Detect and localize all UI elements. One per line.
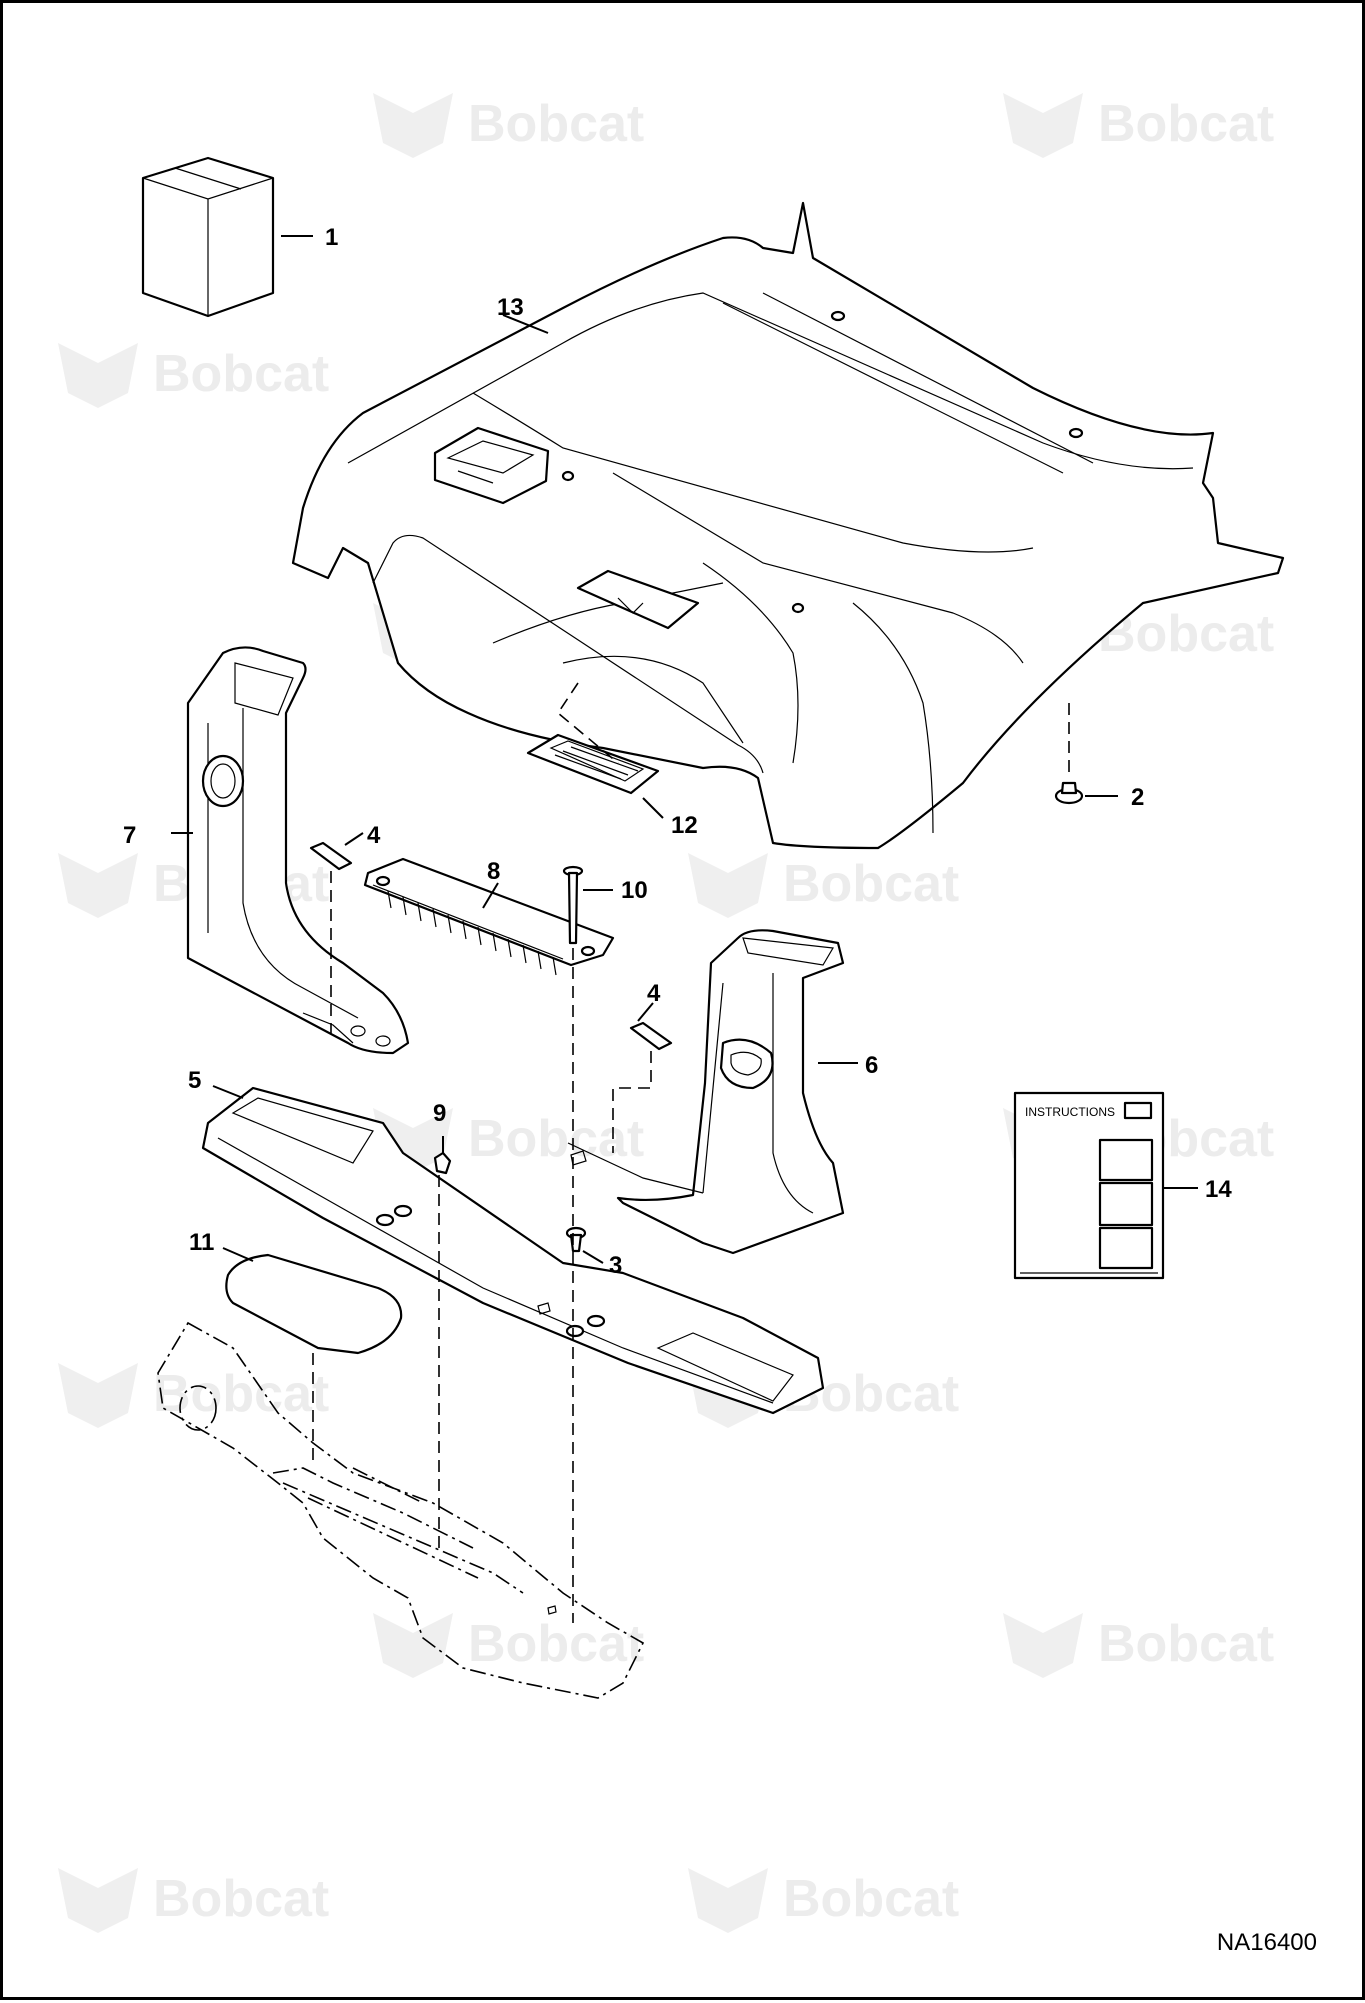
watermark-text: Bobcat	[153, 1365, 329, 1423]
bobcat-logo-icon	[373, 93, 453, 158]
watermark: Bobcat	[373, 93, 644, 158]
part-4-retainer-left	[309, 841, 353, 871]
watermark-text: Bobcat	[468, 1615, 644, 1673]
watermark-text: Bobcat	[468, 95, 644, 153]
part-7-left-pillar-trim	[186, 646, 410, 1055]
drawing-number: NA16400	[1216, 1929, 1317, 1956]
part-10-screw	[562, 865, 584, 945]
part-4-retainer-right	[629, 1021, 673, 1051]
callout-7: 7	[123, 822, 136, 849]
callout-6: 6	[865, 1052, 878, 1079]
watermark-text: Bobcat	[1098, 95, 1274, 153]
bobcat-logo-icon	[58, 853, 138, 918]
part-12-vent	[526, 733, 660, 795]
watermark-text: Bobcat	[153, 1870, 329, 1928]
callout-14: 14	[1205, 1176, 1232, 1203]
watermark: Bobcat	[688, 1868, 959, 1933]
callout-8: 8	[487, 858, 500, 885]
watermark: Bobcat	[58, 1868, 329, 1933]
instructions-title: INSTRUCTIONS	[1025, 1105, 1115, 1119]
bracket-ribs	[387, 890, 557, 976]
floor-structure-phantom	[157, 1321, 645, 1699]
part-2-plug	[1054, 781, 1084, 805]
bobcat-logo-icon	[373, 1613, 453, 1678]
part-13-headliner	[291, 201, 1285, 850]
assembly-lines	[312, 682, 1070, 1623]
part-6-right-pillar-trim	[567, 929, 845, 1255]
callout-11: 11	[189, 1229, 214, 1256]
watermark-text: Bobcat	[153, 345, 329, 403]
watermark-text: Bobcat	[783, 855, 959, 913]
watermark: Bobcat	[1003, 93, 1274, 158]
part-1-kit-box	[141, 156, 275, 318]
part-5-floor-mat	[201, 1086, 825, 1415]
bobcat-logo-icon	[58, 343, 138, 408]
leader-lines	[171, 235, 1198, 1264]
watermark: Bobcat	[373, 1108, 644, 1173]
watermark: Bobcat	[58, 1363, 329, 1428]
exploded-parts-diagram: Bobcat Bobcat Bobcat Bobcat Bobcat Bobca…	[58, 93, 1285, 1933]
callout-labels: 1 2 3 4 4 5 6 7 8 9 10 11 12 13 14	[123, 224, 1232, 1279]
callout-5: 5	[188, 1067, 201, 1094]
bobcat-logo-icon	[688, 1868, 768, 1933]
callout-2: 2	[1131, 784, 1144, 811]
part-14-instructions-card: INSTRUCTIONS	[1013, 1091, 1165, 1280]
callout-9: 9	[433, 1100, 446, 1127]
bobcat-logo-icon	[1003, 1613, 1083, 1678]
part-9-clip	[433, 1151, 452, 1175]
watermark-text: Bobcat	[1098, 1615, 1274, 1673]
watermark: Bobcat	[688, 853, 959, 918]
callout-4-right: 4	[647, 980, 661, 1007]
bobcat-logo-icon	[1003, 93, 1083, 158]
bobcat-logo-icon	[688, 853, 768, 918]
watermark: Bobcat	[58, 343, 329, 408]
callout-10: 10	[621, 877, 648, 904]
watermark: Bobcat	[373, 1613, 644, 1678]
callout-12: 12	[671, 812, 698, 839]
callout-4-left: 4	[367, 822, 381, 849]
bobcat-logo-icon	[58, 1868, 138, 1933]
bobcat-logo-icon	[58, 1363, 138, 1428]
part-3-push-rivet	[565, 1226, 587, 1253]
callout-1: 1	[325, 224, 338, 251]
part-11-pad	[225, 1253, 403, 1355]
watermark-text: Bobcat	[783, 1870, 959, 1928]
part-8-center-bracket	[363, 857, 615, 976]
watermark-text: Bobcat	[468, 1110, 644, 1168]
callout-13: 13	[497, 294, 524, 321]
watermark: Bobcat	[1003, 1613, 1274, 1678]
callout-3: 3	[609, 1252, 622, 1279]
